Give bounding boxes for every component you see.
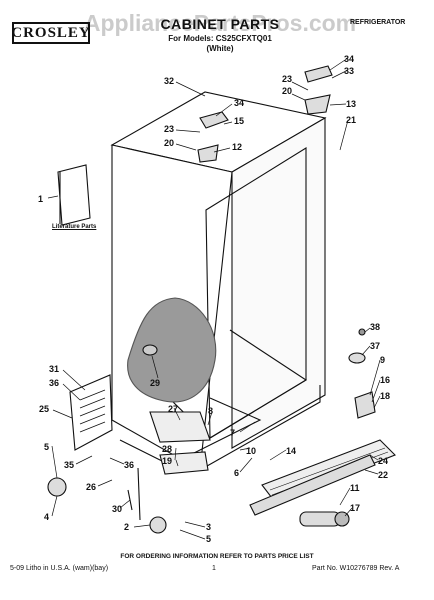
callout: 6 (234, 468, 239, 478)
leader-lines (47, 57, 381, 540)
literature-parts-label: Literature Parts (52, 224, 97, 230)
watermark-text: AppliancePartsPros.com (83, 10, 357, 36)
refrigerator-cabinet-icon (47, 65, 396, 534)
callout: 10 (246, 446, 256, 456)
part-number: Part No. W10276789 Rev. A (312, 565, 400, 572)
callout: 27 (168, 404, 178, 414)
brand-logo: CROSLEY (11, 22, 90, 44)
callout: 14 (286, 446, 296, 456)
category-label: REFRIGERATOR (350, 19, 406, 26)
callout: 36 (49, 378, 59, 388)
callout: 8 (208, 406, 213, 416)
callout: 21 (346, 115, 356, 125)
callout: 19 (162, 456, 172, 466)
callout: 31 (49, 364, 59, 374)
callout: 17 (350, 503, 360, 513)
callout: 34 (234, 98, 244, 108)
callout: 25 (39, 404, 49, 414)
callout: 26 (86, 482, 96, 492)
callout: 3 (206, 522, 211, 532)
callout: 23 (282, 74, 292, 84)
callout: 18 (380, 391, 390, 401)
callout: 32 (164, 76, 174, 86)
callout: 36 (124, 460, 134, 470)
callout: 20 (282, 86, 292, 96)
callout: 20 (164, 138, 174, 148)
models-line: For Models: CS25CFXTQ01 (168, 34, 272, 43)
callout: 7 (230, 428, 235, 438)
callout: 37 (370, 341, 380, 351)
callout: 13 (346, 99, 356, 109)
callout: 15 (234, 116, 244, 126)
callout: 1 (38, 194, 43, 204)
callout: 11 (350, 483, 360, 493)
callout: 16 (380, 375, 390, 385)
callout-labels: 34 33 23 20 13 21 32 34 15 23 20 12 1 38… (38, 54, 390, 544)
callout: 24 (378, 456, 388, 466)
callout: 34 (344, 54, 354, 64)
callout: 5 (44, 442, 49, 452)
page-number: 1 (212, 565, 216, 572)
callout: 30 (112, 504, 122, 514)
callout: 2 (124, 522, 129, 532)
callout: 5 (206, 534, 211, 544)
callout: 22 (378, 470, 388, 480)
callout: 35 (64, 460, 74, 470)
callout: 29 (150, 378, 160, 388)
page-title: CABINET PARTS (160, 16, 280, 32)
callout: 23 (164, 124, 174, 134)
print-info: 5-09 Litho in U.S.A. (wam)(bay) (10, 565, 109, 572)
callout: 12 (232, 142, 242, 152)
callout: 28 (162, 444, 172, 454)
callout: 38 (370, 322, 380, 332)
callout: 9 (380, 355, 385, 365)
color-line: (White) (206, 44, 234, 53)
callout: 33 (344, 66, 354, 76)
callout: 4 (44, 512, 49, 522)
ordering-notice: FOR ORDERING INFORMATION REFER TO PARTS … (120, 553, 314, 560)
